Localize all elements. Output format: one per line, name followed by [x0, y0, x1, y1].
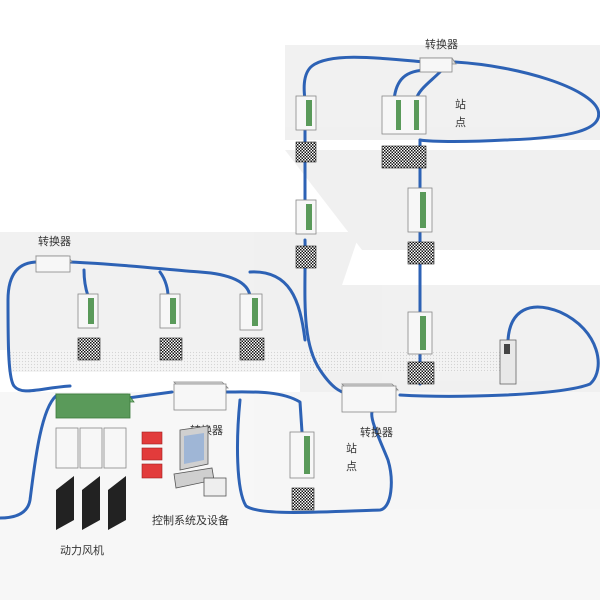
control-system-label: 控制系统及设备 — [152, 513, 229, 527]
wall-panel-right — [499, 339, 517, 385]
cable-green-panel-link — [126, 390, 174, 400]
computer-icon — [173, 425, 227, 497]
fan-power-panel: 动力风机 — [55, 393, 135, 557]
cable-bottom-loop — [236, 398, 393, 514]
floor-plane-top — [285, 45, 600, 140]
cable-top-loop — [302, 55, 600, 143]
cable-right-return — [398, 305, 600, 398]
station-cabinet-upper-right — [407, 187, 435, 265]
converter-left-label: 转换器 — [38, 234, 71, 248]
cable-bottom-left — [0, 394, 58, 520]
station-cabinet-mid-3 — [239, 293, 265, 361]
cable-riser-left — [303, 126, 350, 396]
station-cabinet-bottom: 站 点 — [289, 431, 357, 511]
station-cabinet-top-left — [295, 95, 317, 163]
station-label-top-2: 点 — [455, 116, 466, 129]
station-cabinets: 站 点 — [77, 95, 517, 511]
cable-left-right-loop — [248, 270, 307, 342]
converter-right-label: 转换器 — [360, 425, 393, 439]
station-label-bottom-1: 站 — [346, 441, 357, 455]
cable-left-top — [6, 260, 72, 393]
converter-top: 转换器 — [419, 37, 458, 73]
station-cabinet-top-right: 站 点 — [381, 95, 466, 169]
power-fan-label: 动力风机 — [60, 543, 104, 557]
floor-plane-upper — [285, 150, 600, 250]
station-cabinet-mid-2 — [159, 293, 183, 361]
fan-drive-units — [55, 427, 127, 469]
red-io-modules — [141, 431, 163, 479]
station-label-bottom-2: 点 — [346, 460, 357, 473]
cable-bottom-mid — [224, 390, 304, 434]
station-cabinet-mid-1 — [77, 293, 101, 361]
control-system: 控制系统及设备 — [141, 425, 229, 527]
station-label-top-1: 站 — [455, 97, 466, 111]
station-cabinet-upper-left — [295, 199, 317, 269]
station-cabinet-mid-right — [407, 311, 435, 385]
floor-plane-right — [300, 285, 600, 398]
converter-mid: 转换器 — [173, 381, 229, 437]
converter-left: 转换器 — [35, 234, 73, 273]
converter-right: 转换器 — [341, 383, 399, 439]
fan-motors — [56, 476, 126, 530]
floor-band-dotted — [8, 350, 508, 372]
converter-top-label: 转换器 — [425, 37, 458, 51]
